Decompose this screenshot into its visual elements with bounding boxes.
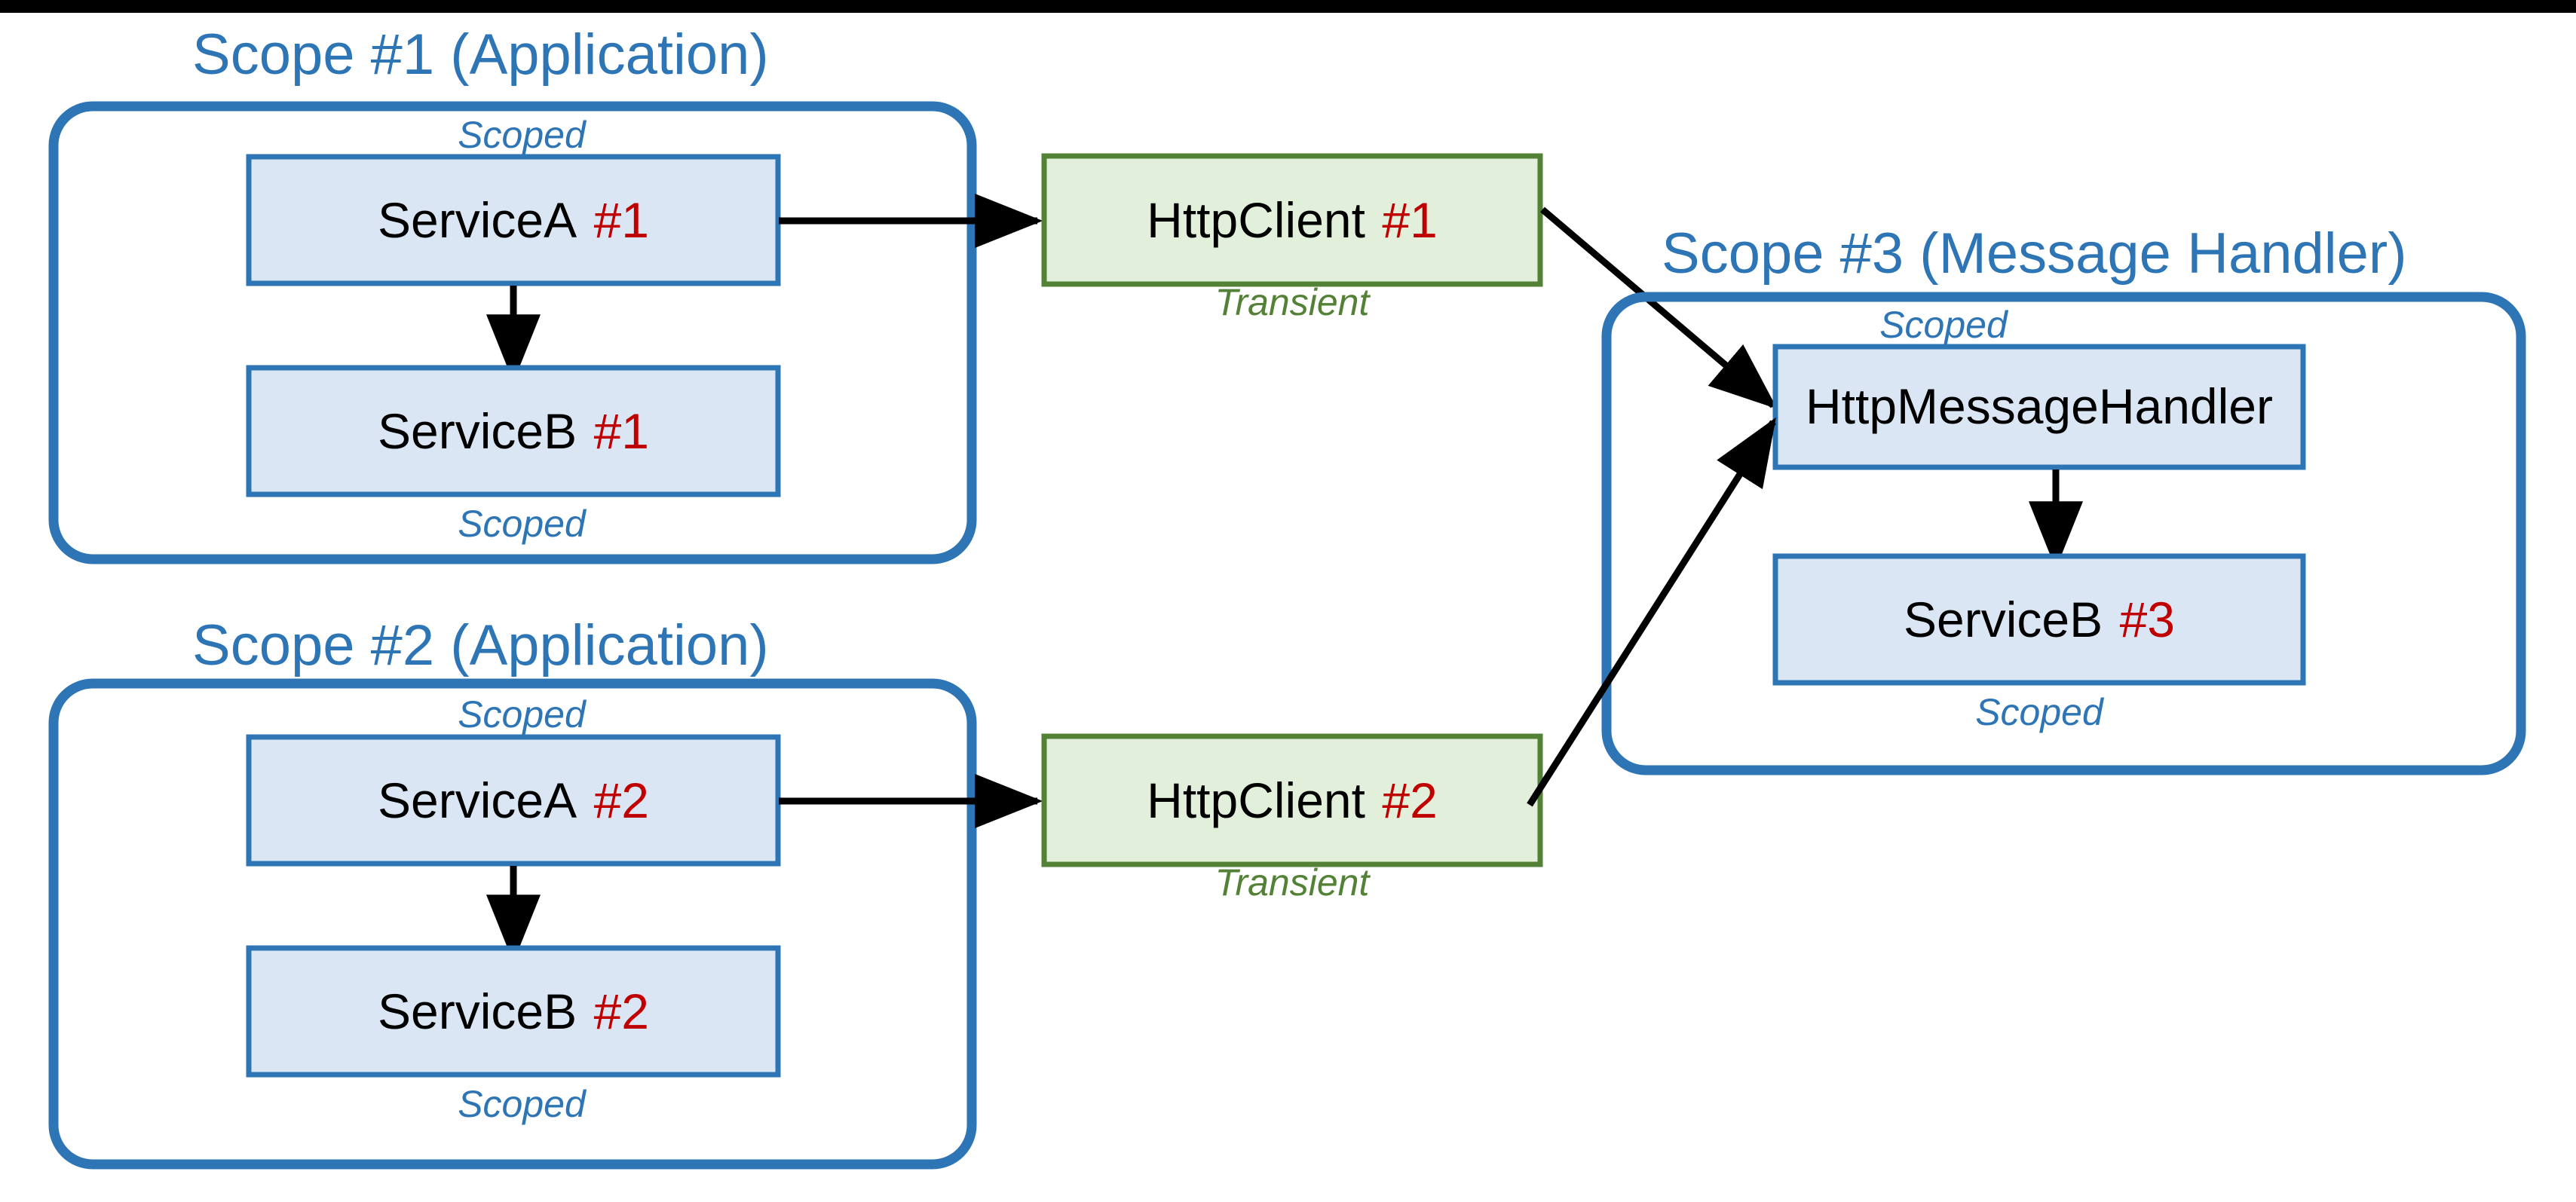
httpclient-2-number: #2 [1382, 772, 1437, 828]
arrow-httpclient2-to-handler [1527, 417, 1776, 807]
serviceb-2-lifetime-label: Scoped [458, 1083, 587, 1125]
top-black-bar [0, 0, 2576, 13]
scope-1-container [48, 101, 977, 564]
scope-2-container [48, 678, 977, 1170]
serviceb-2-label: ServiceB [378, 983, 577, 1039]
httpmessagehandler-box[interactable] [1772, 344, 2306, 470]
httpclient-2-text: HttpClient #2 [1147, 772, 1438, 828]
httpmessagehandler-label: HttpMessageHandler [1806, 378, 2273, 434]
httpmessagehandler-text: HttpMessageHandler [1806, 378, 2273, 434]
servicea-2-lifetime-label: Scoped [458, 693, 587, 736]
servicea-2-box[interactable] [246, 734, 781, 867]
servicea-1-text: ServiceA #1 [378, 192, 649, 248]
servicea-2-label: ServiceA [378, 772, 577, 828]
servicea-1-box[interactable] [246, 154, 781, 286]
serviceb-2-box[interactable] [246, 945, 781, 1078]
httpclient-2-box[interactable] [1041, 733, 1543, 867]
serviceb-1-box[interactable] [246, 365, 781, 497]
httpclient-1-label: HttpClient [1147, 192, 1365, 248]
httpclient-2-lifetime-label: Transient [1215, 861, 1371, 904]
scope-1-title: Scope #1 (Application) [192, 23, 769, 87]
httpclient-2-label: HttpClient [1147, 772, 1365, 828]
serviceb-3-number: #3 [2120, 592, 2175, 647]
servicea-1-number: #1 [594, 192, 649, 248]
scope-3-title: Scope #3 (Message Handler) [1662, 222, 2407, 286]
scope-3-container [1601, 292, 2526, 775]
servicea-1-lifetime-label: Scoped [458, 114, 587, 156]
serviceb-3-lifetime-label: Scoped [1975, 691, 2105, 733]
serviceb-1-lifetime-label: Scoped [458, 503, 587, 545]
httpmessagehandler-lifetime-label: Scoped [1879, 304, 2009, 346]
arrow-httpclient1-to-handler [1540, 206, 1778, 409]
serviceb-1-number: #1 [594, 403, 649, 459]
serviceb-3-label: ServiceB [1904, 592, 2103, 647]
serviceb-1-label: ServiceB [378, 403, 577, 459]
serviceb-3-box[interactable] [1772, 553, 2306, 686]
httpclient-1-text: HttpClient #1 [1147, 192, 1438, 248]
serviceb-2-number: #2 [594, 983, 649, 1039]
servicea-2-text: ServiceA #2 [378, 772, 649, 828]
httpclient-1-number: #1 [1382, 192, 1437, 248]
scope-2-title: Scope #2 (Application) [192, 613, 769, 677]
servicea-2-number: #2 [594, 772, 649, 828]
httpclient-1-box[interactable] [1041, 153, 1543, 287]
serviceb-3-text: ServiceB #3 [1904, 592, 2175, 647]
serviceb-2-text: ServiceB #2 [378, 983, 649, 1039]
serviceb-1-text: ServiceB #1 [378, 403, 649, 459]
servicea-1-label: ServiceA [378, 192, 577, 248]
httpclient-1-lifetime-label: Transient [1215, 281, 1371, 323]
